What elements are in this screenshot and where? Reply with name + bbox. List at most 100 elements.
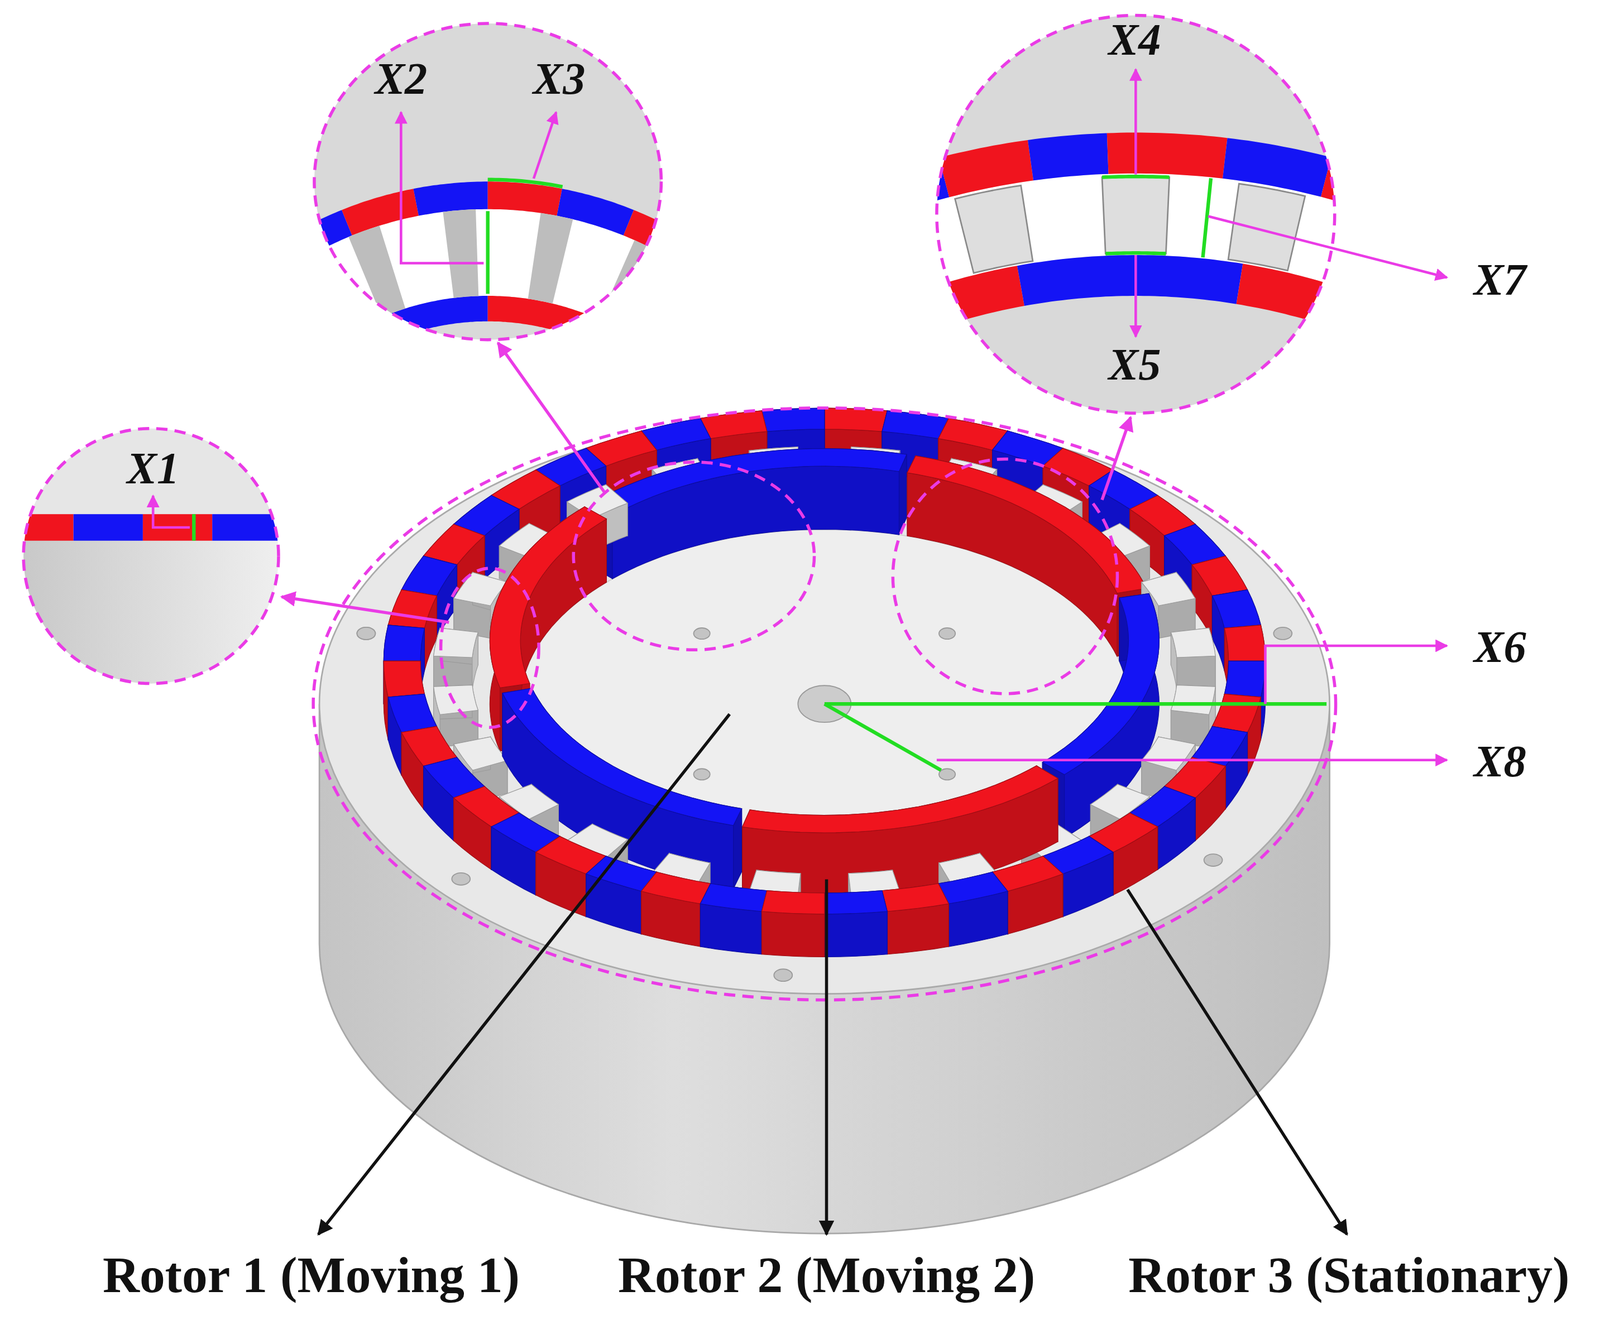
callout-label: X2 xyxy=(374,54,428,104)
rotor-3-magnet xyxy=(168,290,237,364)
block-top xyxy=(1170,684,1216,715)
leader-x8 xyxy=(936,758,1448,762)
rotor-3-magnet xyxy=(761,890,825,958)
stator-pole-piece xyxy=(442,209,479,299)
rotor-3-magnet xyxy=(217,244,291,311)
zoom-outline xyxy=(23,428,279,684)
bolt-hole xyxy=(939,768,956,780)
dimension-line-x3 xyxy=(487,179,563,188)
rotor-3-magnet xyxy=(275,209,352,268)
label-text: X8 xyxy=(1473,736,1527,787)
zoom-area-dashed xyxy=(892,459,1118,694)
leader-x6 xyxy=(1265,645,1447,704)
zoom-pointer xyxy=(281,596,449,623)
bolt-hole xyxy=(773,969,793,982)
callout-label: X4 xyxy=(1108,16,1162,66)
dimension-line-x8 xyxy=(824,703,942,771)
stator-pole-piece xyxy=(955,185,1033,273)
rotor-pointer xyxy=(1127,889,1348,1235)
callout-label: X8 xyxy=(1473,737,1527,787)
block-top xyxy=(1224,660,1266,698)
stator-pole-piece xyxy=(264,267,338,355)
zoom-view-middle xyxy=(168,15,808,411)
rotor-2-magnet xyxy=(907,456,1147,657)
rotor-3-magnet xyxy=(739,290,807,364)
stator-pole-piece xyxy=(348,225,406,318)
callout-label: X6 xyxy=(1473,623,1527,673)
block-top xyxy=(742,765,1058,833)
rotor-2-magnet xyxy=(1236,263,1363,334)
leader-x7 xyxy=(1208,216,1448,278)
block-top xyxy=(401,556,457,596)
stator-pole-piece xyxy=(1228,183,1306,271)
zoom-outline xyxy=(314,23,661,340)
bolt-hole xyxy=(356,627,376,640)
block-side xyxy=(887,903,949,955)
rotor-3-magnet xyxy=(824,890,888,958)
stator-pole-piece xyxy=(1170,628,1216,691)
rotor-2-magnet xyxy=(276,295,488,411)
zoom-background xyxy=(933,12,1342,421)
rotor-3-magnet xyxy=(882,883,949,955)
block-top xyxy=(1212,590,1261,629)
leader-x5 xyxy=(1134,255,1138,337)
leader-x1 xyxy=(152,495,190,528)
magnet-segment xyxy=(20,514,74,541)
block-top xyxy=(1224,625,1266,662)
block-top xyxy=(591,448,907,516)
rotor-2-magnet xyxy=(908,265,1025,334)
block-top xyxy=(387,693,437,733)
housing-top xyxy=(319,414,1330,995)
bolt-hole xyxy=(939,628,956,640)
stator-pole-piece xyxy=(599,240,665,331)
label-text: X1 xyxy=(126,443,180,495)
dimension-line-x1 xyxy=(192,514,196,541)
rotor-2-magnet xyxy=(1042,593,1159,838)
block-top xyxy=(433,684,479,715)
bolt-hole xyxy=(1273,627,1292,640)
rotor-2-magnet xyxy=(1017,255,1243,306)
bolt-hole xyxy=(1204,854,1223,867)
callout-label: X3 xyxy=(533,54,586,104)
block-top xyxy=(882,410,949,439)
block-top xyxy=(641,872,711,904)
rotor-3-magnet xyxy=(700,883,767,955)
rotor-3-magnet xyxy=(383,625,425,704)
rotor-3-magnet xyxy=(1320,157,1418,224)
label-text: Rotor 3 (Stationary) xyxy=(1128,1246,1570,1304)
outline-dashed xyxy=(313,408,1336,1001)
zoom-pointer xyxy=(497,342,605,492)
label-text: X6 xyxy=(1473,622,1527,673)
leader-x3 xyxy=(533,112,557,179)
zoom-area-dashed xyxy=(441,568,539,728)
block-top xyxy=(1191,556,1248,596)
stator-pole-piece xyxy=(528,213,574,304)
leader-x4 xyxy=(1134,69,1138,175)
rotor-2-magnet xyxy=(591,448,907,579)
block-side xyxy=(824,911,888,958)
bolt-hole xyxy=(693,628,711,640)
zoom-area-dashed xyxy=(573,462,814,650)
block-top xyxy=(387,590,437,629)
block-top xyxy=(383,660,425,698)
rotor-3-magnet xyxy=(413,181,488,216)
label-text: Rotor 1 (Moving 1) xyxy=(102,1246,520,1304)
label-text: Rotor 2 (Moving 2) xyxy=(618,1246,1036,1304)
dimension-line-x4 xyxy=(1102,176,1170,177)
block-top xyxy=(824,408,888,432)
leader-x2 xyxy=(400,112,484,264)
rotor-3-magnet xyxy=(854,157,950,223)
label-text: X7 xyxy=(1473,255,1527,306)
block-top xyxy=(824,890,888,915)
block-side xyxy=(761,911,825,958)
bolt-hole xyxy=(356,627,376,640)
bolt-hole xyxy=(451,873,471,886)
block-top xyxy=(761,890,825,915)
stator-pole-piece xyxy=(1102,176,1170,254)
zoom-background xyxy=(20,538,286,687)
rotor-pointer xyxy=(825,879,828,1235)
block-top xyxy=(882,883,949,912)
rotor-3-magnet xyxy=(487,181,563,216)
